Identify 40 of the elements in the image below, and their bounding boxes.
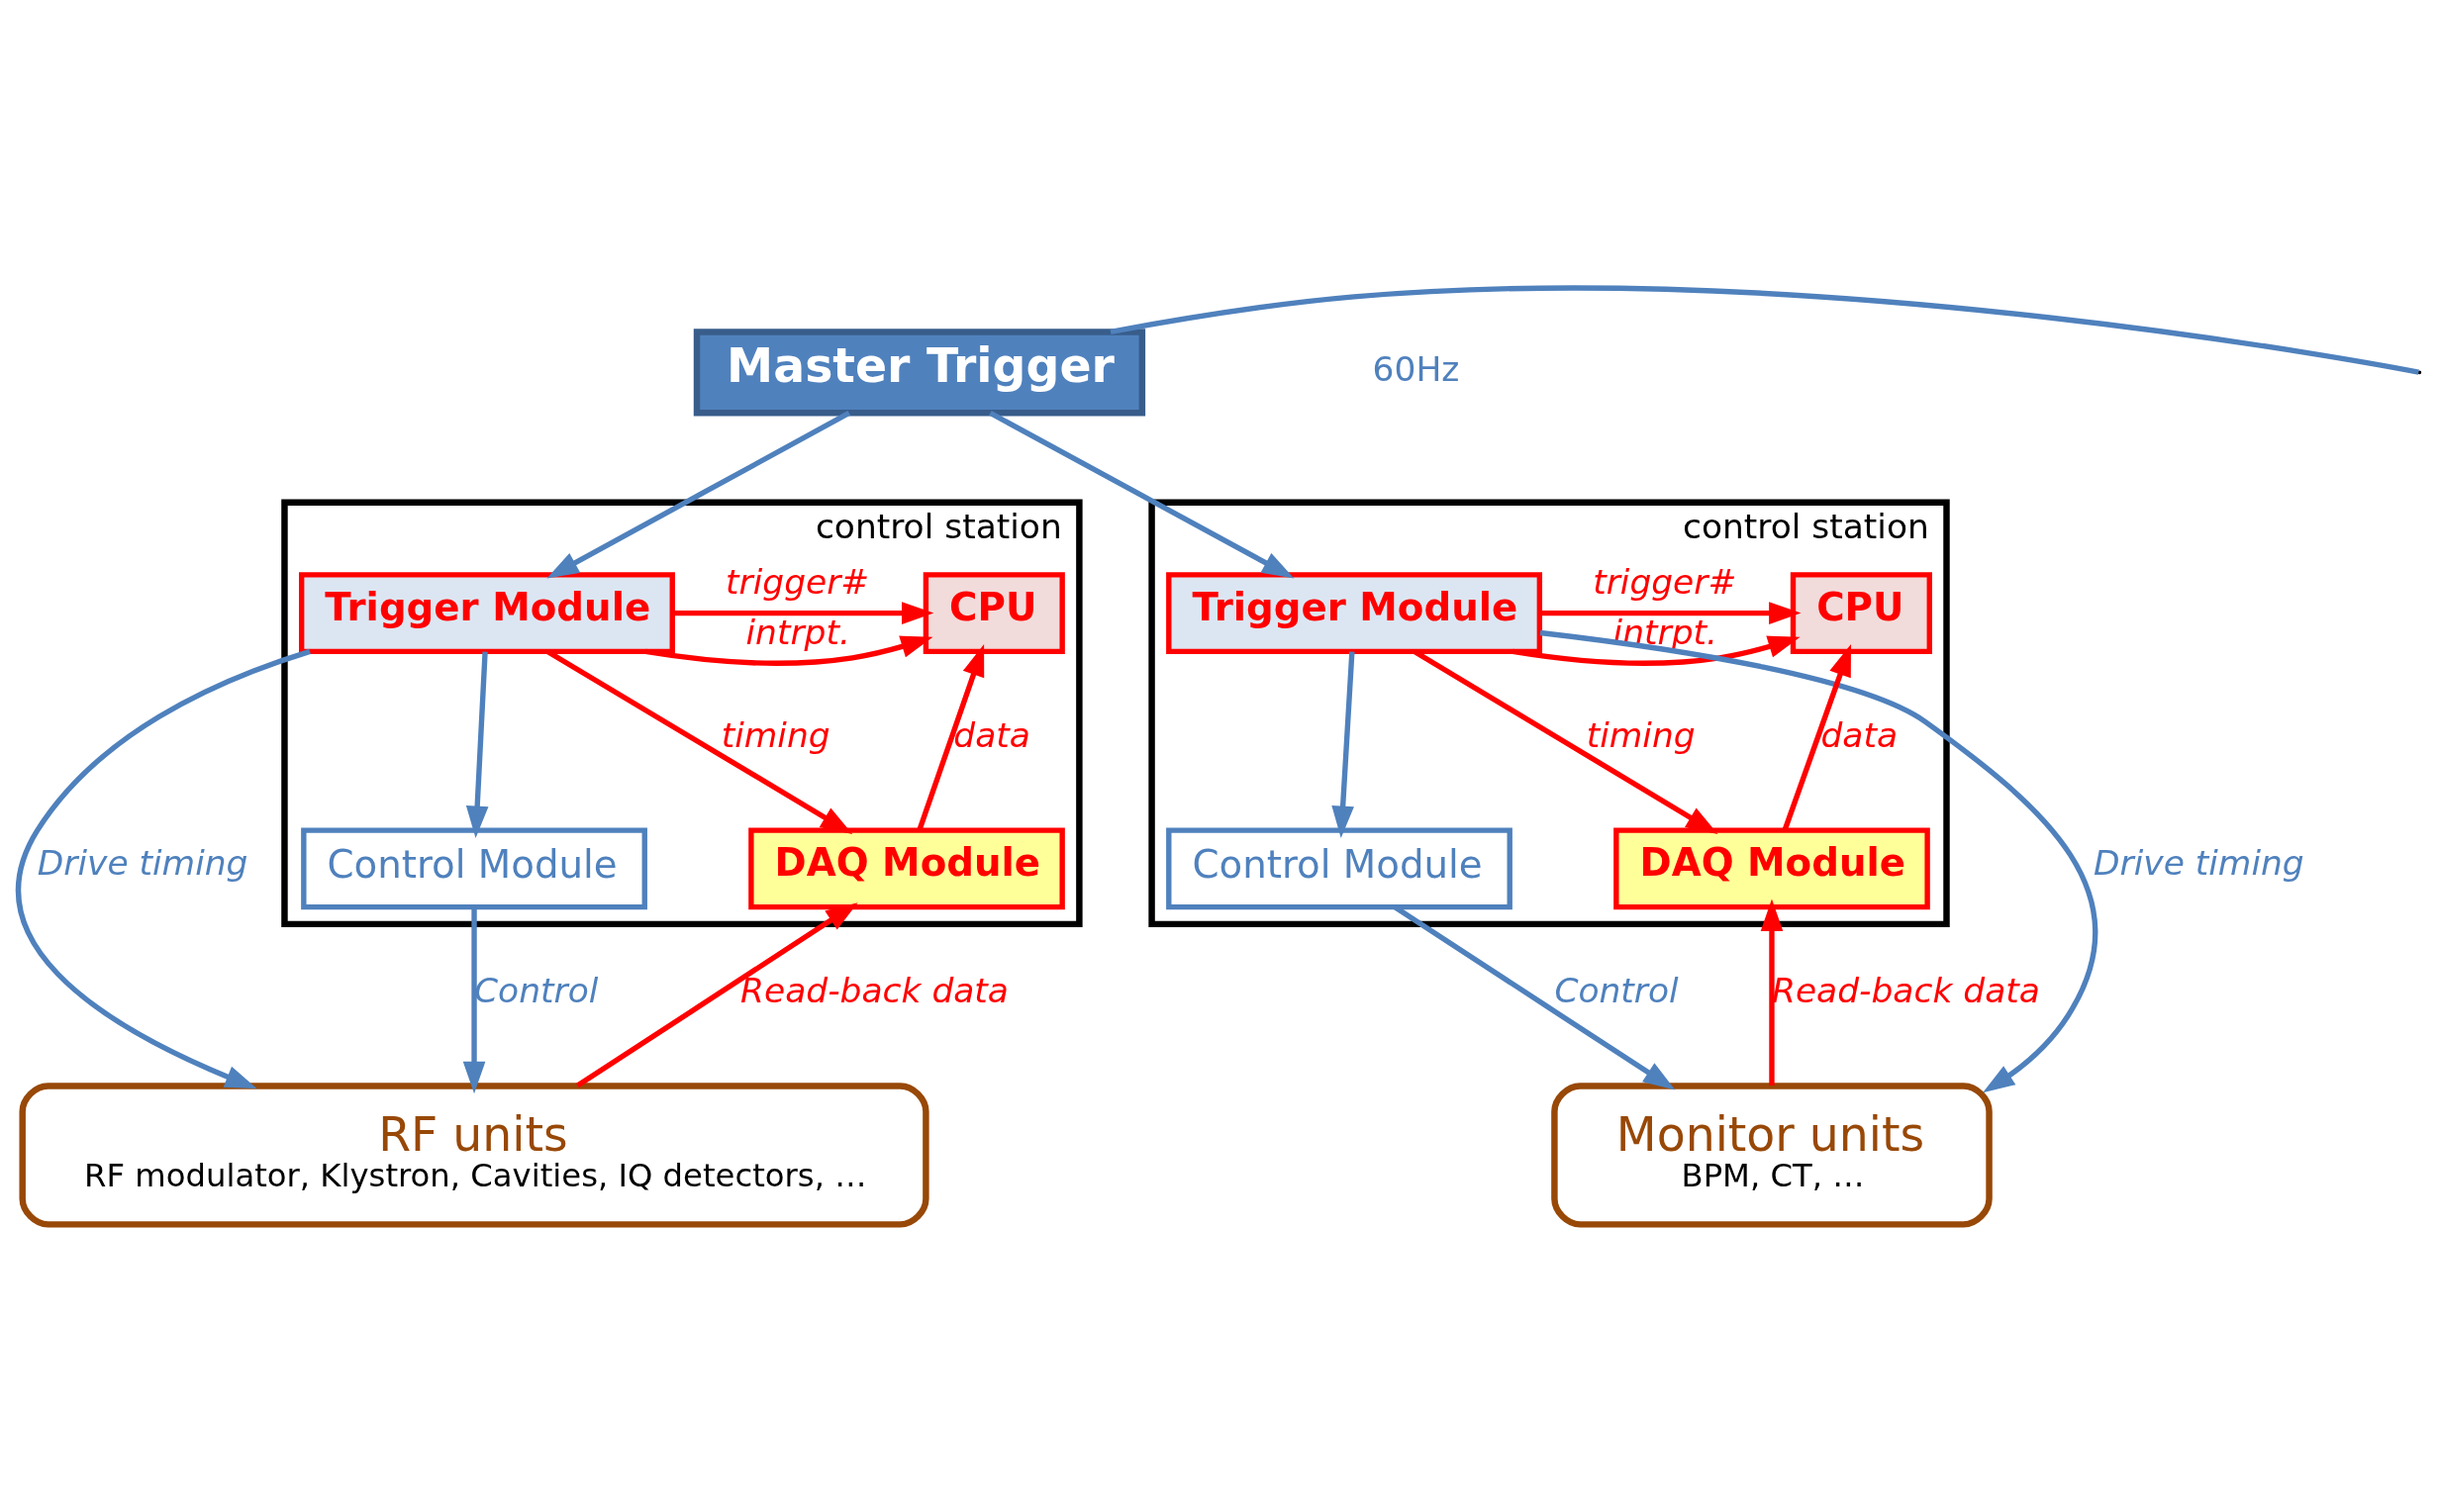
node-box: DAQ Module bbox=[1613, 827, 1930, 910]
node-box: Control Module bbox=[1166, 827, 1512, 910]
edge-label: timing bbox=[721, 714, 830, 755]
node-box: CPU bbox=[923, 572, 1065, 655]
arrow bbox=[989, 411, 1295, 579]
arrow bbox=[1760, 898, 1784, 1087]
edge-label: data bbox=[953, 714, 1030, 755]
arrow bbox=[1782, 644, 1851, 831]
edge-label: Control bbox=[1554, 971, 1679, 1011]
arrow bbox=[462, 906, 486, 1094]
label: 60Hz bbox=[1372, 348, 1460, 389]
edge-label: Drive timing bbox=[37, 842, 248, 883]
arrow bbox=[465, 651, 489, 838]
arrow bbox=[917, 644, 985, 831]
edge-label: timing bbox=[1586, 714, 1696, 755]
node-box: Master Trigger bbox=[693, 329, 1146, 417]
edge-label: intrpt. bbox=[1612, 613, 1717, 653]
arrow bbox=[546, 411, 851, 579]
arrow bbox=[576, 902, 858, 1088]
node-box: Control Module bbox=[301, 827, 647, 910]
arrow bbox=[1539, 602, 1802, 624]
edge-label: intrpt. bbox=[745, 613, 850, 653]
arrow bbox=[644, 635, 933, 666]
edge-label: trigger# bbox=[1593, 561, 1737, 602]
edge-label: trigger# bbox=[726, 561, 870, 602]
arrow bbox=[16, 648, 311, 1089]
edge-label: data bbox=[1820, 714, 1899, 755]
node-box: Trigger Module bbox=[1166, 572, 1543, 655]
connector bbox=[1110, 285, 2419, 375]
node-box: CPU bbox=[1790, 572, 1932, 655]
arrow bbox=[1512, 635, 1801, 666]
edge-label: Drive timing bbox=[2094, 842, 2304, 883]
node-box: RF units RF modulator, Klystron, Cavities, IQ detectors, … bbox=[19, 1083, 929, 1228]
arrow bbox=[672, 602, 934, 624]
arrow bbox=[1539, 629, 2098, 1093]
node-box: Monitor units BPM, CT, … bbox=[1551, 1083, 1993, 1228]
node-box: Trigger Module bbox=[299, 572, 675, 655]
arrow bbox=[1331, 651, 1355, 838]
edge-label: Read-back data bbox=[740, 971, 1009, 1011]
node-box: DAQ Module bbox=[748, 827, 1065, 910]
